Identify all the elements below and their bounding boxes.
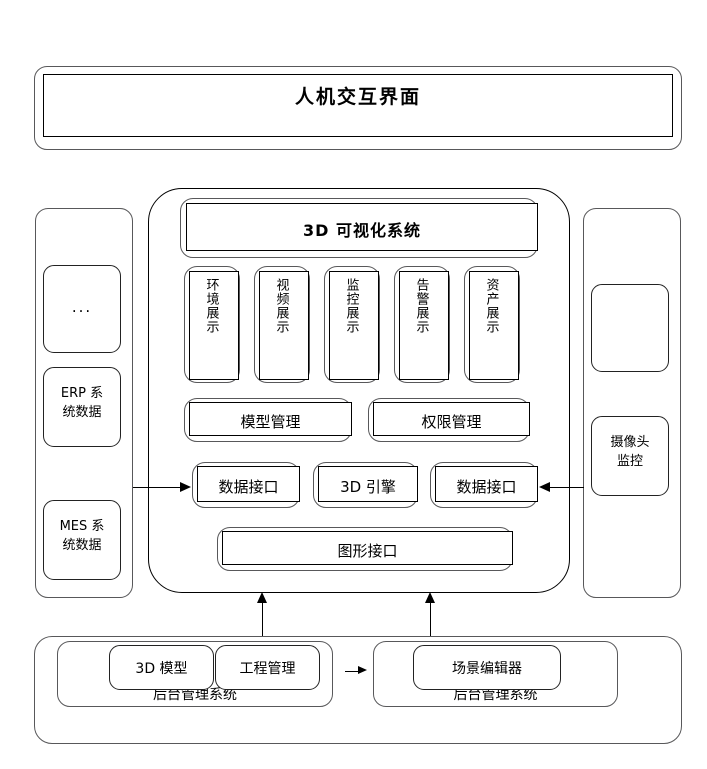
left-item-ellipsis-label: ... xyxy=(71,298,93,316)
right-camera-panel xyxy=(583,208,681,598)
permission-management-box-inner: 权限管理 xyxy=(373,402,530,436)
left-item-erp-label: ERP 系 统数据 xyxy=(44,385,120,423)
left-item-mes-line2: 统数据 xyxy=(62,537,102,553)
left-item-erp[interactable]: ERP 系 统数据 xyxy=(43,367,121,447)
graphics-interface-box-inner: 图形接口 xyxy=(222,531,513,565)
graphics-interface-label: 图形接口 xyxy=(337,542,398,560)
backend-item-project-management[interactable]: 工程管理 xyxy=(215,645,320,690)
backend-item-scene-editor-label: 场景编辑器 xyxy=(452,661,522,677)
human-machine-interface-label: 人机交互界面 xyxy=(294,86,421,108)
left-item-mes[interactable]: MES 系 统数据 xyxy=(43,500,121,580)
connector-right-camera-in-line xyxy=(549,487,584,488)
display-module-monitor-label: 监控展示 xyxy=(343,278,359,334)
data-interface-right-box-inner: 数据接口 xyxy=(435,466,538,502)
backend-left-group-caption: 后台管理系统 xyxy=(153,687,237,703)
right-item-camera[interactable]: 摄像头 监控 xyxy=(591,416,669,496)
left-item-mes-line1: MES 系 xyxy=(59,519,105,534)
connector-left-data-in-head xyxy=(180,482,191,492)
right-item-empty[interactable] xyxy=(591,284,669,372)
permission-management-label: 权限管理 xyxy=(421,413,482,431)
connector-backend-right-up-head xyxy=(425,592,435,603)
backend-item-3d-model[interactable]: 3D 模型 xyxy=(109,645,214,690)
3d-engine-box-inner: 3D 引擎 xyxy=(318,466,418,502)
visual-system-label: 3D 可视化系统 xyxy=(303,221,421,240)
left-item-erp-line1: ERP 系 xyxy=(60,386,104,401)
connector-left-data-in-line xyxy=(133,487,181,488)
3d-engine-label: 3D 引擎 xyxy=(340,478,396,496)
model-management-label: 模型管理 xyxy=(240,413,301,431)
display-module-environment-inner: 环境展示 xyxy=(189,271,239,380)
connector-backend-left-up-line xyxy=(262,594,263,636)
display-module-monitor-inner: 监控展示 xyxy=(329,271,379,380)
data-interface-left-label: 数据接口 xyxy=(218,478,279,496)
display-module-environment-label: 环境展示 xyxy=(203,278,219,334)
right-item-camera-line2: 监控 xyxy=(616,453,643,469)
backend-item-project-management-label: 工程管理 xyxy=(239,661,296,677)
backend-right-group-caption: 后台管理系统 xyxy=(453,687,538,703)
left-item-erp-line2: 统数据 xyxy=(62,404,102,420)
right-item-camera-label: 摄像头 监控 xyxy=(592,434,668,472)
display-module-video-label: 视频展示 xyxy=(273,278,289,334)
connector-right-camera-in-head xyxy=(539,482,550,492)
display-module-alarm-inner: 告警展示 xyxy=(399,271,449,380)
connector-backend-left-to-right-line xyxy=(345,671,360,672)
connector-backend-left-up-head xyxy=(257,592,267,603)
human-machine-interface-inner: 人机交互界面 xyxy=(43,74,673,137)
display-module-video-inner: 视频展示 xyxy=(259,271,309,380)
display-module-alarm-label: 告警展示 xyxy=(413,278,429,334)
connector-backend-right-up-line xyxy=(430,594,431,636)
visual-system-box-inner: 3D 可视化系统 xyxy=(186,203,538,251)
backend-item-scene-editor[interactable]: 场景编辑器 xyxy=(413,645,561,690)
display-module-asset-inner: 资产展示 xyxy=(469,271,519,380)
data-interface-right-label: 数据接口 xyxy=(456,478,517,496)
backend-item-3d-model-label: 3D 模型 xyxy=(135,661,188,677)
left-item-mes-label: MES 系 统数据 xyxy=(44,518,120,556)
model-management-box-inner: 模型管理 xyxy=(189,402,352,436)
data-interface-left-box-inner: 数据接口 xyxy=(197,466,300,502)
right-item-camera-line1: 摄像头 xyxy=(610,435,650,450)
left-item-ellipsis[interactable]: ... xyxy=(43,265,121,353)
display-module-asset-label: 资产展示 xyxy=(483,278,499,334)
connector-backend-left-to-right-head xyxy=(358,666,367,674)
